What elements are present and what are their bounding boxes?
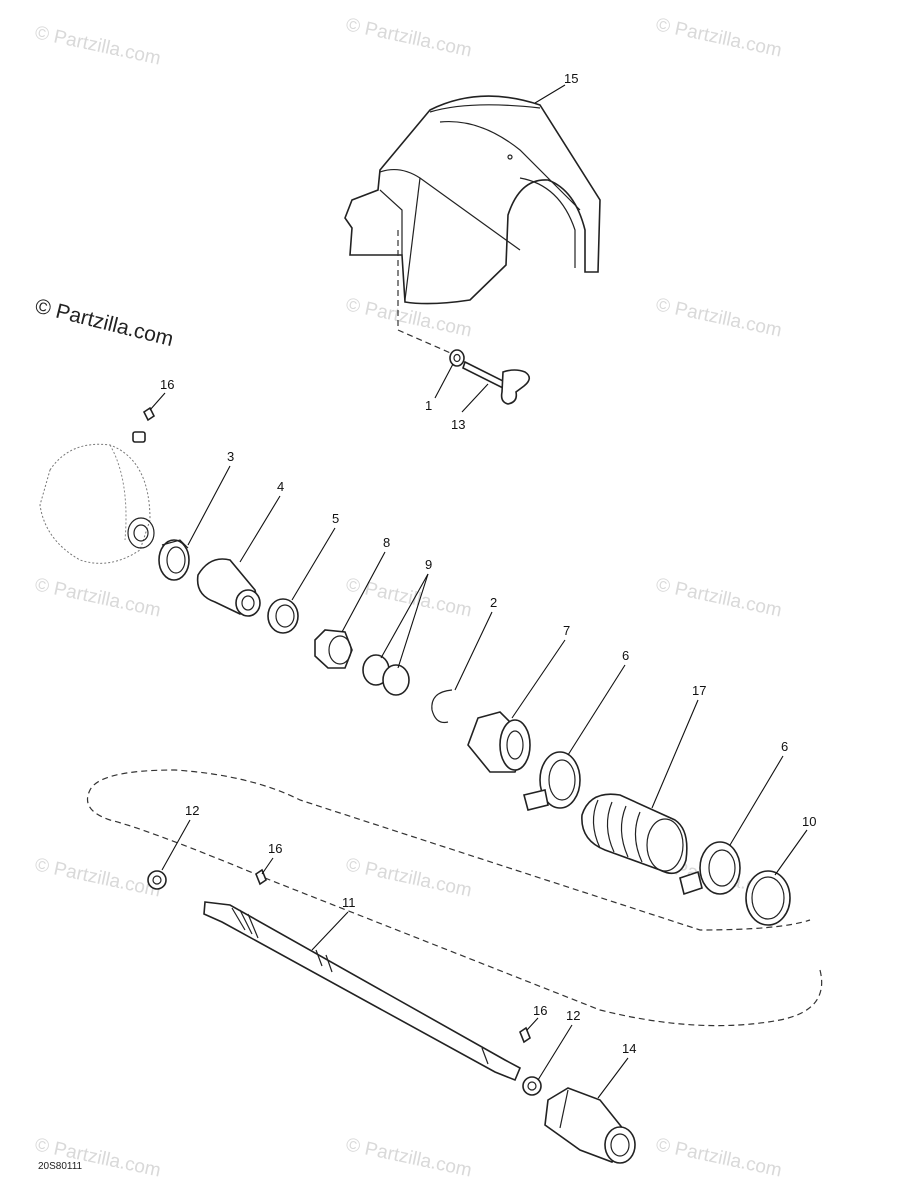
callout-6: 6 — [781, 739, 788, 754]
part-14-coupler — [544, 1087, 636, 1164]
callout-5: 5 — [332, 511, 339, 526]
callout-10: 10 — [802, 814, 816, 829]
part-5-ring — [267, 598, 299, 634]
callout-16: 16 — [268, 841, 282, 856]
callout-12: 12 — [185, 803, 199, 818]
callout-17: 17 — [692, 683, 706, 698]
part-6-clamp-second — [679, 841, 741, 896]
watermark-tile: © Partzilla.com — [654, 1134, 784, 1181]
part-7-bearing — [467, 711, 531, 773]
callout-labels: 15 1 13 16 3 4 5 8 9 2 7 6 17 6 10 12 16… — [160, 71, 816, 1056]
part-13-wing-bolt — [462, 360, 531, 405]
callout-12: 12 — [566, 1008, 580, 1023]
callout-13: 13 — [451, 417, 465, 432]
callout-2: 2 — [490, 595, 497, 610]
watermark-tile: © Partzilla.com — [33, 22, 163, 69]
callout-6: 6 — [622, 648, 629, 663]
part-10-seal — [745, 870, 791, 926]
diagram-code: 20S80111 — [38, 1161, 83, 1172]
callout-15: 15 — [564, 71, 578, 86]
callout-16: 16 — [533, 1003, 547, 1018]
callout-14: 14 — [622, 1041, 636, 1056]
part-16-grease-fitting-top — [132, 406, 156, 443]
part-17-bellows — [581, 793, 688, 875]
guide-line-loop — [86, 769, 823, 1027]
part-12-nut-left — [147, 870, 167, 890]
guide-line-cover — [397, 230, 456, 356]
part-16-grease-fitting-middle — [255, 868, 267, 886]
watermark-main: © Partzilla.com — [33, 295, 176, 352]
part-2-snap-ring — [431, 689, 453, 724]
part-6-clamp-first — [523, 751, 581, 811]
callout-9: 9 — [425, 557, 432, 572]
watermark-tile: © Partzilla.com — [33, 1134, 163, 1181]
watermark-tile: © Partzilla.com — [344, 854, 474, 901]
callout-7: 7 — [563, 623, 570, 638]
part-8-bushing — [314, 629, 353, 669]
part-15-cover — [344, 95, 601, 305]
part-9-o-rings — [362, 654, 410, 696]
callout-3: 3 — [227, 449, 234, 464]
watermark-tile: © Partzilla.com — [344, 574, 474, 621]
watermark-tile: © Partzilla.com — [33, 854, 163, 901]
part-16-grease-fitting-bottom — [519, 1026, 531, 1044]
watermark-tile: © Partzilla.com — [654, 14, 784, 61]
part-4-boot — [196, 558, 261, 617]
part-12-nut-right — [522, 1076, 542, 1096]
watermark-tile: © Partzilla.com — [654, 294, 784, 341]
housing-outline — [39, 443, 155, 564]
callout-8: 8 — [383, 535, 390, 550]
part-11-shaft — [203, 901, 522, 1082]
part-3-clamp — [158, 539, 190, 581]
callout-1: 1 — [425, 398, 432, 413]
part-1-washer — [449, 349, 465, 367]
watermark-tile: © Partzilla.com — [654, 574, 784, 621]
watermark-tile: © Partzilla.com — [33, 574, 163, 621]
callout-11: 11 — [342, 895, 356, 910]
watermark-tile: © Partzilla.com — [344, 14, 474, 61]
watermark-tile: © Partzilla.com — [344, 1134, 474, 1181]
callout-4: 4 — [277, 479, 284, 494]
leader-lines — [149, 84, 808, 1099]
callout-16: 16 — [160, 377, 174, 392]
